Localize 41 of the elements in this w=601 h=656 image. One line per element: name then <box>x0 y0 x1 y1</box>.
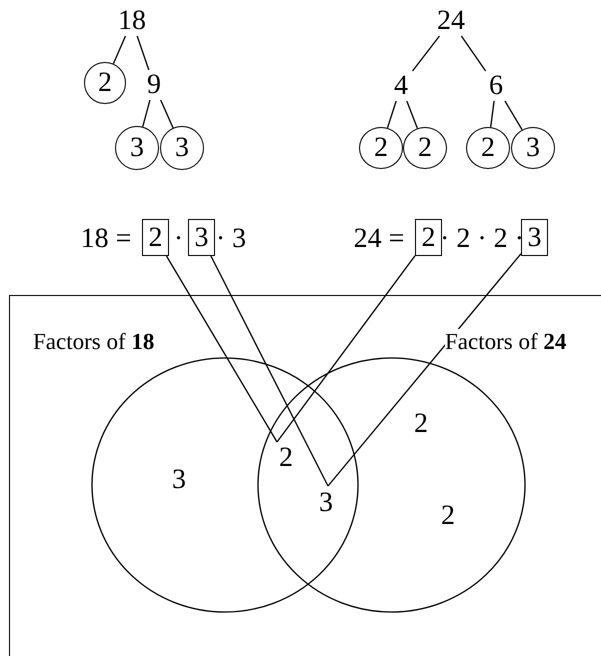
tree-number: 6 <box>484 71 508 101</box>
boxed-factor: 3 <box>188 219 215 256</box>
tree-number: 18 <box>116 6 148 36</box>
equation-text: 18 = <box>80 222 132 256</box>
prime-factor: 3 <box>511 127 555 169</box>
equation-text: · 2 · 2 · <box>442 222 522 256</box>
tree-number: 9 <box>142 70 166 100</box>
tree-branch <box>406 100 418 129</box>
multiplication-dot: · <box>172 222 184 256</box>
prime-factor: 3 <box>160 126 204 170</box>
tree-branch <box>460 36 486 72</box>
venn-number: 2 <box>440 500 456 532</box>
tree-branch <box>412 36 440 72</box>
prime-factor: 2 <box>359 127 403 169</box>
boxed-factor: 2 <box>415 219 442 256</box>
tree-branch <box>112 36 126 64</box>
venn-number: 2 <box>276 442 296 474</box>
prime-factor: 2 <box>84 62 126 104</box>
tree-branch <box>160 100 174 128</box>
tree-number: 24 <box>434 6 468 36</box>
tree-branch <box>504 100 523 130</box>
tree-branch <box>136 36 150 70</box>
equation-text: · 3 <box>214 222 248 256</box>
prime-factor: 2 <box>403 127 447 169</box>
equation-text: 24 = <box>352 222 406 256</box>
venn-frame <box>9 295 601 656</box>
venn-number: 2 <box>413 408 429 440</box>
tree-branch <box>490 100 495 128</box>
leader-line <box>210 256 329 486</box>
prime-factor: 3 <box>115 126 159 170</box>
venn-number: 3 <box>171 464 187 496</box>
leader-line <box>328 253 522 486</box>
venn-number: 3 <box>316 486 336 520</box>
tree-number: 4 <box>389 71 413 101</box>
tree-branch <box>142 100 151 127</box>
boxed-factor: 3 <box>521 219 548 256</box>
prime-factor: 2 <box>466 127 510 169</box>
leader-line <box>276 255 416 442</box>
tree-branch <box>386 100 397 128</box>
leader-line <box>166 256 278 442</box>
boxed-factor: 2 <box>142 219 169 256</box>
